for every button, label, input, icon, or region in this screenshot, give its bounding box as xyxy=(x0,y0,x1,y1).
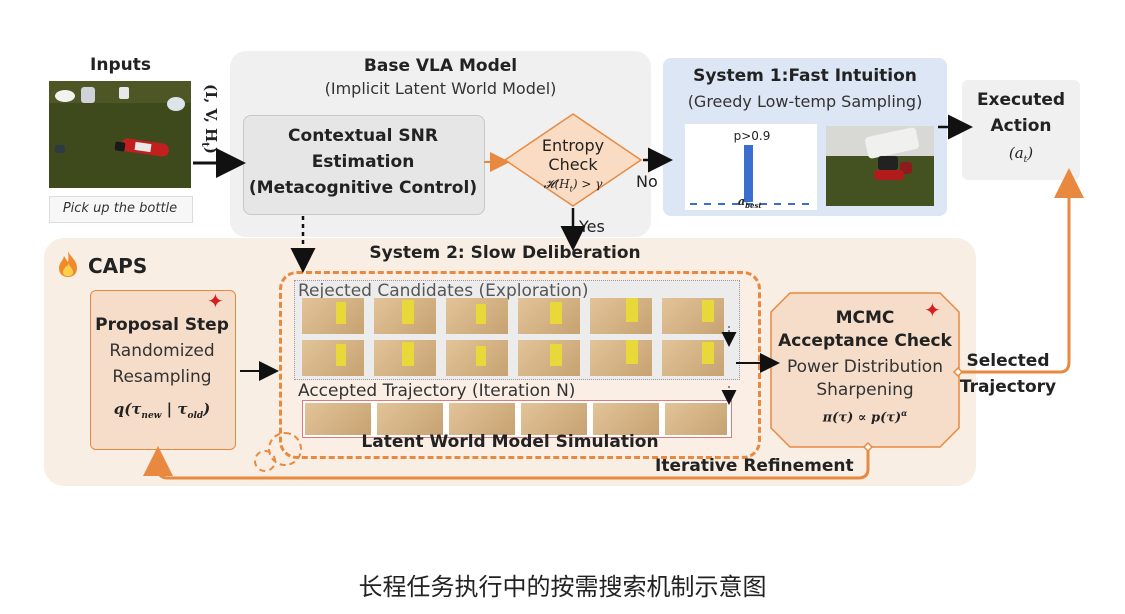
mcmc-line1: MCMC xyxy=(835,308,895,328)
entropy-line1: Entropy xyxy=(541,136,605,155)
input-caption-box xyxy=(49,196,193,223)
robot-scene-image xyxy=(826,126,934,206)
system1-title: System 1:Fast Intuition xyxy=(693,66,917,86)
selected-line1: Selected xyxy=(966,351,1050,371)
executed-symbol: (at) xyxy=(1008,144,1034,165)
accepted-label: Accepted Trajectory (Iteration N) xyxy=(298,381,576,401)
mcmc-line4: Sharpening xyxy=(816,380,914,400)
inputs-title: Inputs xyxy=(90,55,151,75)
snr-line3: (Metacognitive Control) xyxy=(248,178,478,198)
dashed-circle-large xyxy=(268,432,302,466)
mcmc-star-icon: ✦ xyxy=(924,298,941,322)
executed-line2: Action xyxy=(990,116,1052,136)
rejected-thumbnails xyxy=(298,296,734,378)
mcmc-box xyxy=(770,292,960,448)
low-prob-dashes xyxy=(690,203,810,205)
flame-icon xyxy=(56,250,80,278)
no-label: No xyxy=(636,172,658,191)
system1-subtitle: (Greedy Low-temp Sampling) xyxy=(687,92,923,111)
base-vla-subtitle: (Implicit Latent World Model) xyxy=(324,79,557,98)
caps-title: CAPS xyxy=(88,254,148,278)
red-star-icon: ✦ xyxy=(207,289,224,313)
input-caption: Pick up the bottle xyxy=(62,201,178,216)
proposal-line1: Randomized xyxy=(109,341,215,361)
iterative-refinement-label: Iterative Refinement xyxy=(655,456,854,476)
base-vla-title: Base VLA Model xyxy=(363,56,518,76)
proposal-line2: Resampling xyxy=(112,367,212,387)
executed-line1: Executed xyxy=(976,90,1066,110)
snr-line1: Contextual SNR xyxy=(288,126,438,146)
proposal-title: Proposal Step xyxy=(95,315,229,335)
a-best-label: abest xyxy=(738,195,762,211)
rejected-label: Rejected Candidates (Exploration) xyxy=(298,281,589,301)
latent-label: Latent World Model Simulation xyxy=(361,432,659,452)
proposal-step-box xyxy=(90,290,236,450)
mcmc-line2: Acceptance Check xyxy=(778,331,952,351)
probability-bar xyxy=(744,145,753,202)
input-scene-image xyxy=(49,81,191,188)
mcmc-line3: Power Distribution xyxy=(787,357,943,377)
entropy-formula: 𝓗(Ht) > γ xyxy=(543,177,603,194)
entropy-diamond xyxy=(503,113,643,207)
accepted-trajectory-strip xyxy=(302,400,732,438)
selected-line2: Trajectory xyxy=(959,377,1057,397)
proposal-formula: q(τnew | τold) xyxy=(113,400,211,421)
dashed-circle-small xyxy=(254,450,276,472)
entropy-line2: Check xyxy=(548,155,598,174)
probability-label: p>0.9 xyxy=(733,129,771,143)
mcmc-formula: π(τ) ∝ p(τ)α xyxy=(822,408,908,426)
executed-action-box xyxy=(962,80,1080,180)
snr-line2: Estimation xyxy=(311,152,415,172)
figure-caption: 长程任务执行中的按需搜索机制示意图 xyxy=(358,573,767,601)
